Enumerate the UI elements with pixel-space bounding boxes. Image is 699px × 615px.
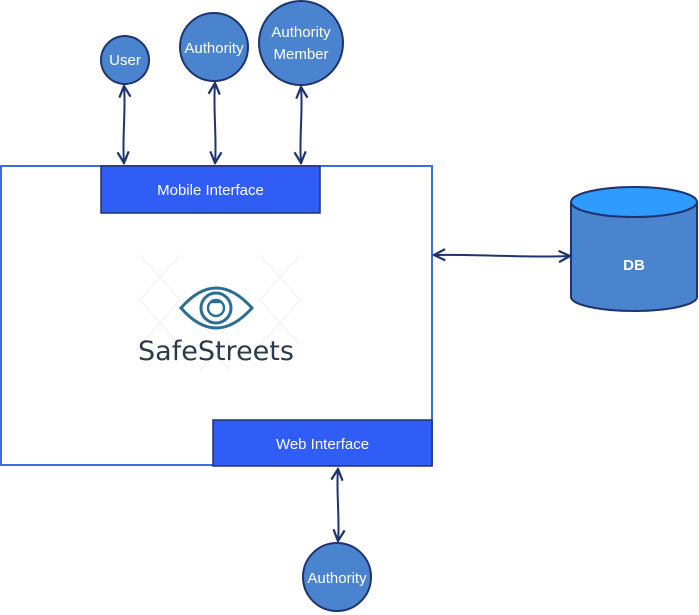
authority-member-label-line2: Member <box>273 46 328 63</box>
arrow-user-mobile <box>123 86 124 163</box>
safestreets-logo: SafeStreets <box>138 286 294 367</box>
web-interface-label: Web Interface <box>276 436 369 453</box>
logo-background-pattern <box>139 254 301 371</box>
arrow-authority-mobile <box>214 83 215 163</box>
connections <box>123 83 570 541</box>
web-interface-box[interactable] <box>212 419 433 467</box>
authority-actor[interactable] <box>179 12 249 82</box>
arrow-web-authority <box>337 469 338 541</box>
arrow-system-db <box>434 255 570 257</box>
authority-member-actor[interactable] <box>258 0 344 86</box>
mobile-interface-label: Mobile Interface <box>157 182 264 199</box>
eye-icon <box>179 286 255 330</box>
web-authority-label: Authority <box>307 570 367 587</box>
authority-member-label-line1: Authority <box>271 24 331 41</box>
authority-actor-label: Authority <box>184 40 244 57</box>
user-actor-label: User <box>109 52 141 69</box>
mobile-interface-box[interactable] <box>100 165 321 214</box>
user-actor[interactable] <box>100 35 150 85</box>
arrow-member-mobile <box>300 87 301 163</box>
database-cylinder[interactable]: DB <box>570 186 698 312</box>
database-label: DB <box>623 257 645 274</box>
logo-text: SafeStreets <box>138 336 294 367</box>
